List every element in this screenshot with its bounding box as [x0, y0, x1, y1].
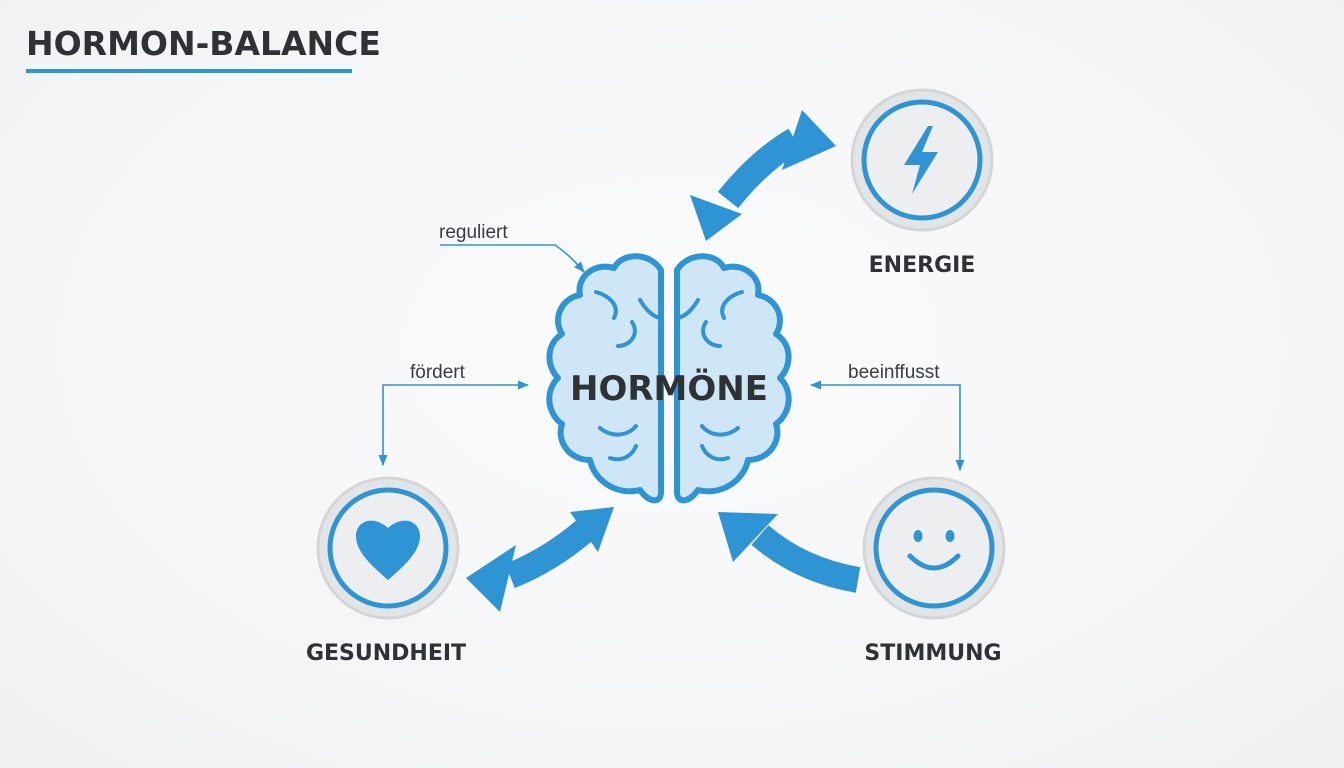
lightning-bolt-icon: [904, 126, 938, 194]
brain-icon: HORMÖNE: [546, 253, 792, 504]
energy-node: ENERGIE: [850, 88, 994, 278]
promotes-connector: fördert: [378, 362, 530, 467]
edge-label-influences: beeinffusst: [848, 362, 940, 383]
title-underline: [26, 69, 352, 73]
mood-node: STIMMUNG: [862, 476, 1006, 666]
regulates-connector: reguliert: [439, 222, 585, 273]
influences-connector: beeinffusst: [809, 362, 965, 472]
heart-icon: [356, 520, 420, 580]
mood-to-hormones-arrow: [718, 512, 861, 593]
energy-label: ENERGIE: [869, 253, 976, 278]
page-title: HORMON-BALANCE: [26, 24, 381, 63]
mood-label: STIMMUNG: [864, 641, 1001, 666]
health-exchange-arrow: [466, 507, 614, 612]
health-label: GESUNDHEIT: [306, 641, 466, 666]
health-node: GESUNDHEIT: [306, 476, 466, 666]
center-label: HORMÖNE: [570, 368, 768, 409]
title-block: HORMON-BALANCE: [26, 24, 381, 73]
edge-label-promotes: fördert: [410, 362, 466, 383]
energy-exchange-arrow: [690, 110, 836, 241]
edge-label-regulates: reguliert: [439, 222, 508, 243]
smiley-face-icon: [907, 530, 961, 571]
